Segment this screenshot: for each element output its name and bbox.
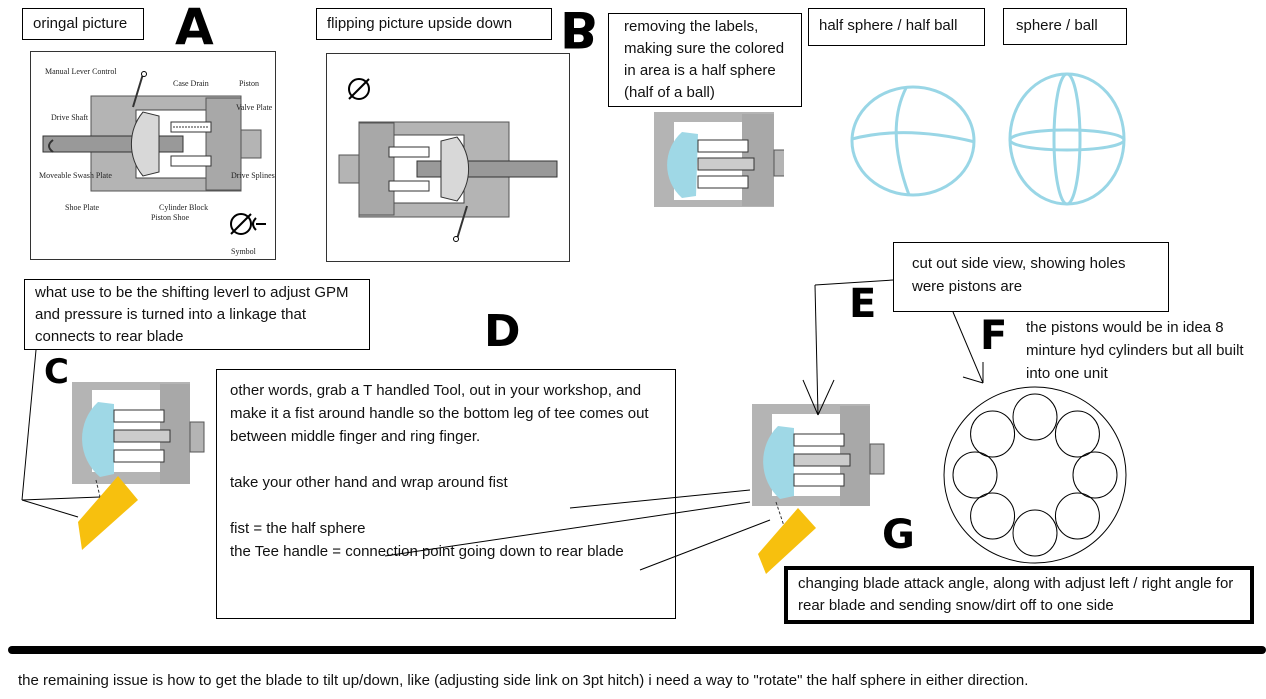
footer-note: the remaining issue is how to get the bl… [18,672,1029,689]
piston-layout [943,386,1127,564]
caption-t-handle: other words, grab a T handled Tool, out … [216,369,676,619]
letter-b: B [560,0,599,58]
section-divider [8,646,1266,654]
letter-f: F [980,313,1008,359]
piston-hole [1054,492,1100,540]
pump-drawing: Manual Lever Control Case Drain Piston V… [39,67,275,256]
rear-blade [78,476,138,550]
label-manual-lever: Manual Lever Control [45,67,117,76]
piston-hole [1072,451,1118,499]
caption-text: removing the labels, making sure the col… [624,18,785,101]
caption-text: what use to be the shifting leverl to ad… [35,284,349,345]
cylinder-block-outline [943,386,1127,564]
pump-with-blade-c [70,380,210,560]
pump-drawing-colored [654,112,784,207]
caption-text: flipping picture upside down [327,15,513,32]
caption-pistons: the pistons would be in idea 8 minture h… [1026,316,1266,385]
pump-drawing-g [752,404,885,574]
piston-hole [970,492,1016,540]
label-cylinder-block: Cylinder Block [159,203,208,212]
sphere-drawing [1008,72,1126,206]
caption-text: the pistons would be in idea 8 minture h… [1026,319,1244,382]
rear-blade [758,508,816,574]
d-paragraph-2: take your other hand and wrap around fis… [230,474,508,491]
label-case-drain: Case Drain [173,79,209,88]
letter-e: E [849,281,877,327]
pump-half-sphere-1 [654,110,784,215]
piston-hole [952,451,998,499]
label-valve-plate: Valve Plate [236,103,273,112]
letter-a: A [175,0,214,56]
caption-linkage: what use to be the shifting leverl to ad… [24,279,370,350]
letter-g: G [882,512,915,558]
label-symbol: Symbol [231,247,257,256]
caption-text: half sphere / half ball [819,17,958,34]
d-paragraph-3b: the Tee handle = connection point going … [230,543,624,560]
half-sphere-drawing [850,85,976,197]
d-paragraph-1: other words, grab a T handled Tool, out … [230,382,649,445]
d-paragraph-3a: fist = the half sphere [230,520,366,537]
pump-drawing-c [72,382,205,550]
pump-diagram-original: Manual Lever Control Case Drain Piston V… [30,51,276,260]
label-shoe-plate: Shoe Plate [65,203,99,212]
piston-hole [970,410,1016,458]
pump-with-blade-g [752,404,892,584]
pump-diagram-flipped [326,53,570,262]
label-piston: Piston [239,79,259,88]
label-drive-splines: Drive Splines [231,171,275,180]
label-swash-plate: Moveable Swash Plate [39,171,112,180]
caption-original-picture: oringal picture [22,8,144,40]
caption-text: oringal picture [33,15,128,32]
label-piston-shoe: Piston Shoe [151,213,189,222]
letter-d: D [484,306,521,357]
caption-text: cut out side view, showing holes were pi… [912,255,1126,295]
caption-blade-angle: changing blade attack angle, along with … [784,566,1254,624]
pump-symbol-icon [230,213,266,235]
piston-hole [1054,410,1100,458]
label-drive-shaft: Drive Shaft [51,113,89,122]
pump-drawing-flipped [338,78,558,242]
caption-text: sphere / ball [1016,17,1098,34]
caption-sphere: sphere / ball [1003,8,1127,45]
letter-c: C [44,352,69,392]
caption-flipping: flipping picture upside down [316,8,552,40]
piston-hole [1012,509,1058,557]
caption-text: changing blade attack angle, along with … [798,575,1234,614]
caption-half-sphere: half sphere / half ball [808,8,985,46]
caption-removing-labels: removing the labels, making sure the col… [608,13,802,107]
caption-cut-out: cut out side view, showing holes were pi… [893,242,1169,312]
piston-hole [1012,393,1058,441]
